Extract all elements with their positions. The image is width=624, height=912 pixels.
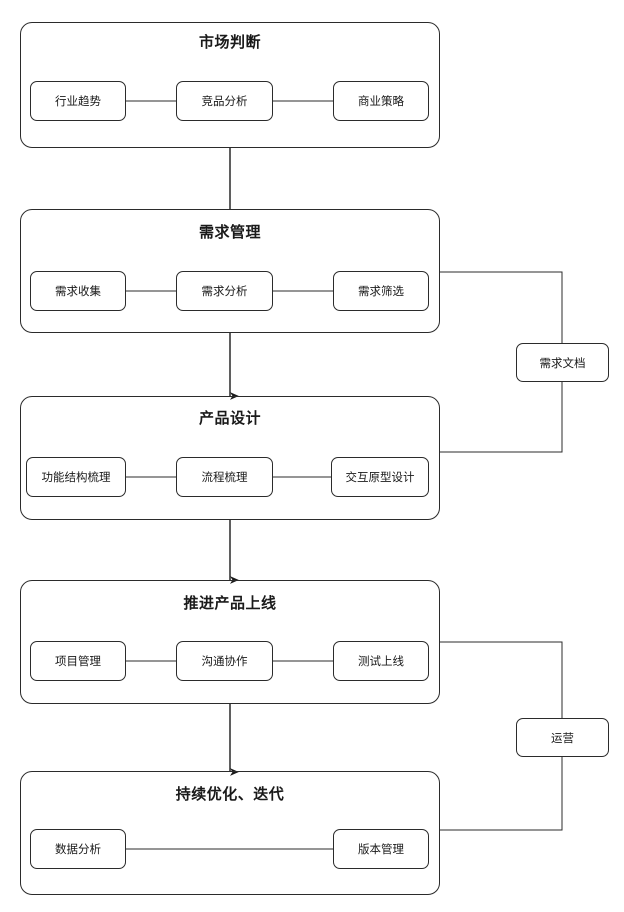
node-requirement-screening[interactable]: 需求筛选: [333, 271, 429, 311]
node-communication-collaboration[interactable]: 沟通协作: [176, 641, 273, 681]
stage-title-market-judgment: 市场判断: [198, 33, 261, 51]
stage-title-requirement-management: 需求管理: [198, 223, 261, 241]
side-node-operations[interactable]: 运营: [516, 718, 609, 757]
stage-title-product-design: 产品设计: [198, 409, 261, 427]
node-test-launch[interactable]: 测试上线: [333, 641, 429, 681]
node-version-management[interactable]: 版本管理: [333, 829, 429, 869]
stage-title-continuous-optimization: 持续优化、迭代: [175, 785, 285, 803]
node-competitor-analysis[interactable]: 竞品分析: [176, 81, 273, 121]
node-data-analysis[interactable]: 数据分析: [30, 829, 126, 869]
stage-title-promote-launch: 推进产品上线: [183, 594, 277, 612]
stage-group-requirement-management[interactable]: [20, 209, 440, 333]
node-interaction-prototype[interactable]: 交互原型设计: [331, 457, 429, 497]
node-requirement-analysis[interactable]: 需求分析: [176, 271, 273, 311]
stage-group-product-design[interactable]: [20, 396, 440, 520]
node-industry-trend[interactable]: 行业趋势: [30, 81, 126, 121]
node-project-management[interactable]: 项目管理: [30, 641, 126, 681]
node-business-strategy[interactable]: 商业策略: [333, 81, 429, 121]
node-process-combing[interactable]: 流程梳理: [176, 457, 273, 497]
stage-group-continuous-optimization[interactable]: [20, 771, 440, 895]
side-node-requirement-document[interactable]: 需求文档: [516, 343, 609, 382]
node-requirement-collection[interactable]: 需求收集: [30, 271, 126, 311]
stage-group-promote-launch[interactable]: [20, 580, 440, 704]
stage-group-market-judgment[interactable]: [20, 22, 440, 148]
node-function-structure[interactable]: 功能结构梳理: [26, 457, 126, 497]
